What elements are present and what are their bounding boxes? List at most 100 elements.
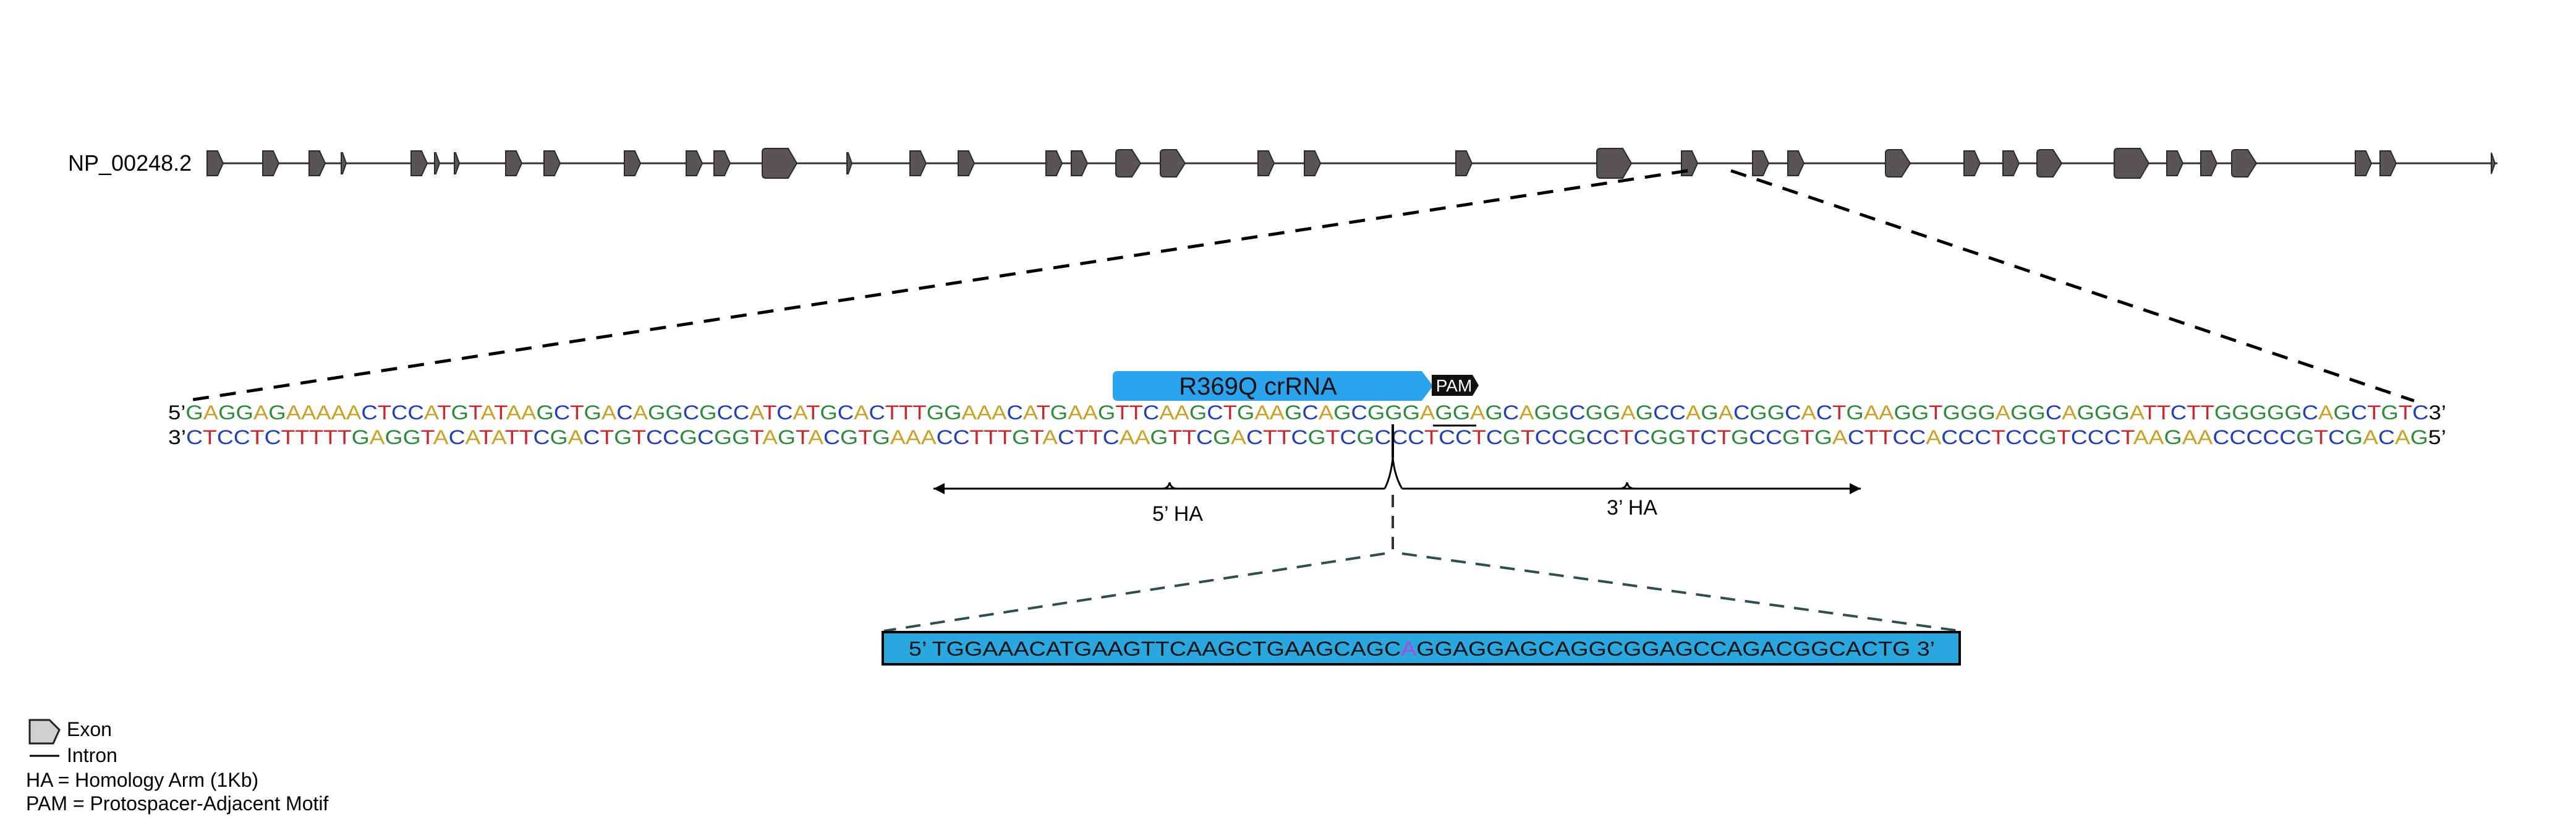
nucleotide: G	[1213, 426, 1231, 448]
nucleotide: A	[2363, 426, 2379, 448]
nucleotide: T	[1832, 401, 1846, 424]
nucleotide: G	[1012, 426, 1030, 448]
nucleotide: A	[2395, 426, 2411, 448]
nucleotide: C	[1196, 426, 1213, 448]
nucleotide: T	[912, 401, 926, 424]
nucleotide: A	[1926, 426, 1942, 448]
nucleotide: A	[2197, 426, 2213, 448]
legend-pam: PAM = Protospacer-Adjacent Motif	[26, 792, 329, 815]
nucleotide: C	[937, 426, 953, 448]
nucleotide: C	[1291, 426, 1308, 448]
nucleotide: G	[679, 426, 697, 448]
nucleotide: G	[2345, 426, 2363, 448]
nucleotide: C	[2046, 401, 2062, 424]
exon-icon	[958, 150, 976, 176]
nucleotide: T	[970, 426, 984, 448]
nucleotide: G	[1485, 401, 1502, 424]
nucleotide: A	[433, 426, 449, 448]
exon-icon	[2355, 150, 2373, 176]
gene-label: NP_00248.2	[68, 150, 192, 176]
nucleotide: G	[2267, 401, 2284, 424]
donor-end-label: 3’	[1910, 638, 1935, 660]
nucleotide: G	[1385, 401, 1402, 424]
nucleotide: G	[1503, 426, 1521, 448]
nucleotide: C	[2378, 426, 2395, 448]
nucleotide: G	[2250, 401, 2267, 424]
nucleotide: C	[1586, 426, 1603, 448]
exon-icon	[686, 150, 704, 176]
nucleotide: G	[1189, 401, 1207, 424]
nucleotide: C	[953, 426, 970, 448]
nucleotide: A	[1420, 401, 1435, 424]
nucleotide: C	[1486, 426, 1503, 448]
exon-icon	[762, 148, 798, 179]
nucleotide: A	[977, 401, 992, 424]
exon-icon	[341, 152, 347, 174]
nucleotide: C	[1892, 426, 1909, 448]
nucleotide: G	[2164, 426, 2182, 448]
nucleotide: A	[962, 401, 977, 424]
nucleotide: T	[2057, 426, 2071, 448]
nucleotide: T	[421, 426, 435, 448]
exon-icon	[2166, 150, 2184, 176]
nucleotide: G	[648, 401, 665, 424]
nucleotide: G	[1552, 401, 1569, 424]
exon-icon	[2379, 150, 2397, 176]
nucleotide: A	[1996, 401, 2011, 424]
nucleotide: A	[2062, 401, 2077, 424]
nucleotide: G	[1814, 426, 1832, 448]
nucleotide: A	[568, 426, 584, 448]
nucleotide: G	[218, 401, 236, 424]
nucleotide: A	[2130, 401, 2145, 424]
nucleotide: A	[521, 401, 537, 424]
nucleotide: A	[2182, 426, 2198, 448]
nucleotide: T	[1182, 426, 1196, 448]
nucleotide: T	[469, 401, 482, 424]
exon-icon	[206, 150, 224, 176]
exon-legend-icon	[28, 719, 61, 745]
nucleotide: A	[1175, 401, 1190, 424]
exon-icon	[1787, 150, 1805, 176]
nucleotide: T	[1521, 426, 1535, 448]
exon-icon	[454, 152, 461, 174]
nucleotide: A	[203, 401, 219, 424]
nucleotide: C	[391, 401, 407, 424]
nucleotide: C	[1603, 426, 1620, 448]
exon-icon	[1596, 148, 1633, 179]
nucleotide: A	[2149, 426, 2165, 448]
nucleotide: G	[927, 401, 944, 424]
nucleotide: G	[2112, 401, 2129, 424]
nucleotide: C	[2170, 401, 2187, 424]
nucleotide: C	[2351, 401, 2367, 424]
nucleotide: G	[1636, 401, 1653, 424]
exon-icon	[1752, 150, 1770, 176]
nucleotide: T	[632, 426, 646, 448]
nucleotide: A	[346, 401, 362, 424]
nucleotide: G	[537, 401, 554, 424]
exon-icon	[846, 152, 853, 174]
nucleotide: G	[1435, 401, 1452, 424]
nucleotide: A	[1801, 401, 1816, 424]
nucleotide: T	[338, 426, 352, 448]
nucleotide: C	[1058, 426, 1074, 448]
nucleotide: G	[1960, 401, 1978, 424]
nucleotide: T	[1037, 401, 1050, 424]
nucleotide: C	[2104, 426, 2121, 448]
nucleotide: A	[1042, 426, 1058, 448]
exon-icon	[1257, 150, 1275, 176]
nucleotide: G	[1603, 401, 1620, 424]
nucleotide: G	[236, 401, 253, 424]
crRNA-arrow	[1113, 371, 1433, 401]
exon-icon	[434, 152, 441, 174]
nucleotide: G	[2381, 401, 2399, 424]
strand-end-label: 5’	[168, 401, 185, 424]
exon-icon	[262, 150, 280, 176]
nucleotide: G	[2410, 426, 2428, 448]
nucleotide: T	[885, 401, 899, 424]
nucleotide: G	[1534, 401, 1552, 424]
nucleotide: G	[1943, 401, 1960, 424]
nucleotide: A	[506, 401, 522, 424]
exon-icon	[2002, 150, 2020, 176]
nucleotide: C	[838, 401, 854, 424]
nucleotide: A	[316, 401, 331, 424]
